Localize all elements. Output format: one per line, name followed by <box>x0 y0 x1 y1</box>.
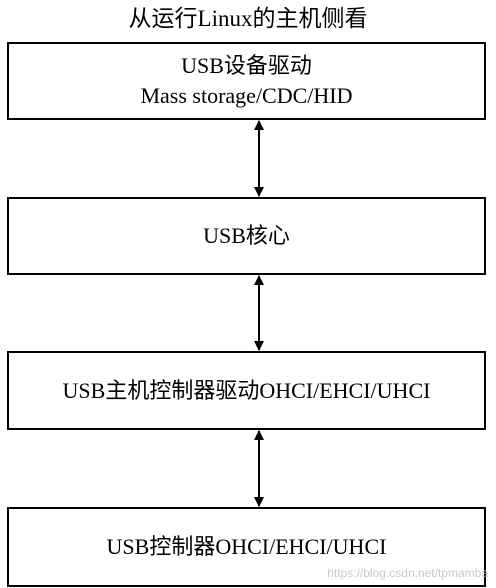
layer-usb-core: USB核心 <box>7 197 486 275</box>
layer-label: USB主机控制器驱动OHCI/EHCI/UHCI <box>62 377 431 403</box>
layer-label: USB设备驱动 <box>181 53 312 78</box>
layer-usb-controller: USB控制器OHCI/EHCI/UHCI <box>7 507 486 587</box>
layer-usb-device-driver: USB设备驱动 Mass storage/CDC/HID <box>7 42 486 120</box>
layer-sublabel: Mass storage/CDC/HID <box>140 83 353 108</box>
diagram-title: 从运行Linux的主机侧看 <box>128 6 368 31</box>
layer-host-controller-driver: USB主机控制器驱动OHCI/EHCI/UHCI <box>7 351 486 430</box>
layer-label: USB核心 <box>203 223 290 248</box>
watermark-text: https://blog.csdn.net/tpmamba <box>327 566 488 580</box>
layer-label: USB控制器OHCI/EHCI/UHCI <box>106 534 387 559</box>
